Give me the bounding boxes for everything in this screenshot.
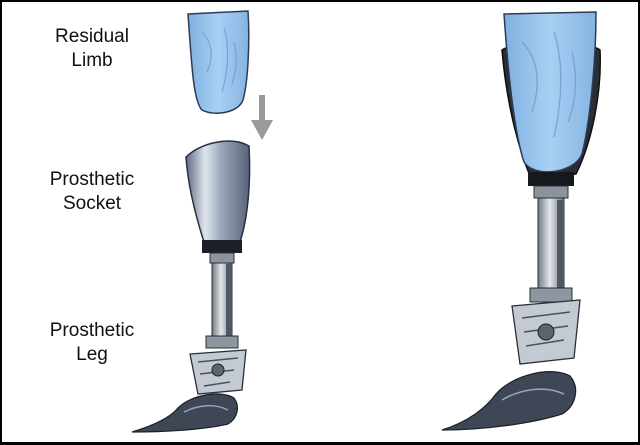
prosthetic-socket-label-line1: Prosthetic bbox=[49, 169, 135, 190]
residual-limb-label-line1: Residual bbox=[55, 26, 129, 47]
residual-limb-shape bbox=[187, 10, 250, 114]
arrow-down-icon bbox=[251, 95, 273, 140]
residual-limb-label-line2: Limb bbox=[71, 50, 113, 71]
prosthetic-leg-shape bbox=[131, 252, 247, 433]
prosthetic-socket-label: Prosthetic Socket bbox=[32, 168, 152, 216]
prosthetic-socket-label-line2: Socket bbox=[62, 193, 122, 214]
prosthetic-leg-label-line1: Prosthetic bbox=[49, 320, 135, 341]
assembled-prosthesis bbox=[441, 11, 602, 431]
prosthetic-leg-label-line2: Leg bbox=[76, 344, 108, 365]
prosthetic-leg-label: Prosthetic Leg bbox=[32, 319, 152, 367]
residual-limb-label: Residual Limb bbox=[38, 25, 146, 73]
prosthetic-socket-shape bbox=[185, 140, 251, 253]
